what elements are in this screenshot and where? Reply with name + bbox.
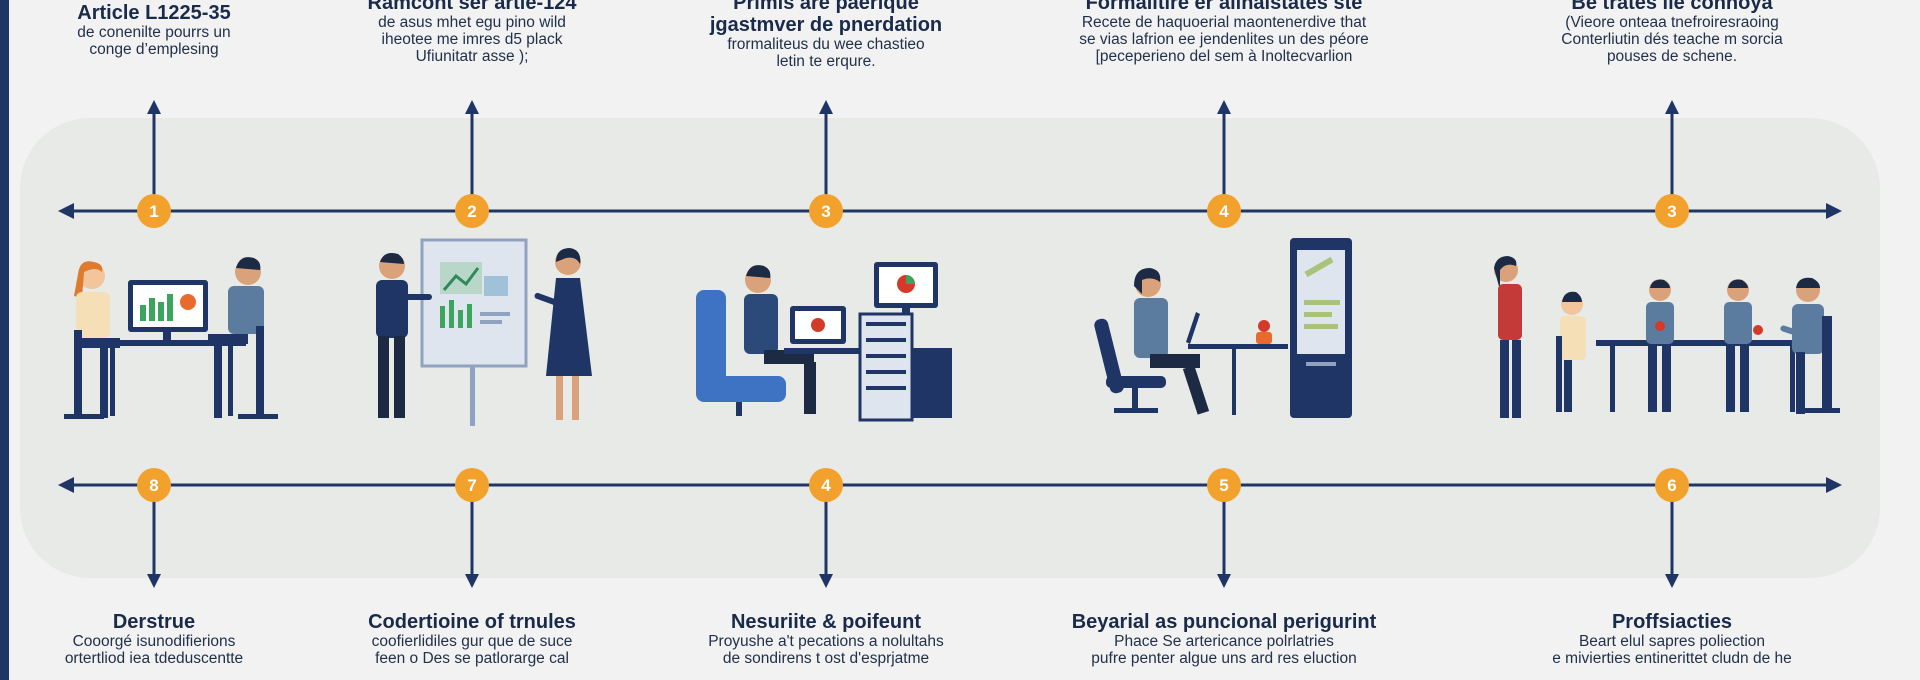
top-caption-4: Formalitire er alinaistates ste Recete d… [1034, 0, 1414, 65]
top-step-badge-3: 3 [809, 194, 843, 228]
bottom-step-badge-2: 7 [455, 468, 489, 502]
top-caption-3-subtitle: jgastmver de pnerdation [709, 14, 943, 36]
bottom-connector-arrows [147, 501, 1679, 588]
bottom-caption-2: Codertioine of trnules coofierlidiles gu… [302, 611, 642, 667]
left-accent-bar [0, 0, 9, 680]
illustration-presentation-board [376, 238, 592, 426]
bottom-step-badge-5: 6 [1655, 468, 1689, 502]
top-timeline-right-arrow-icon [1826, 203, 1842, 219]
bottom-timeline-right-arrow-icon [1826, 477, 1842, 493]
bottom-caption-1-line: ortertliod iea tdeduscentte [64, 650, 244, 667]
svg-text:4: 4 [1219, 202, 1229, 221]
svg-text:7: 7 [467, 476, 476, 495]
top-caption-4-line: [peceperieno del sem à Inoltecvarlion [1095, 48, 1353, 65]
top-caption-5: Be trates lle connoya (Vieore onteaa tne… [1502, 0, 1842, 65]
bottom-caption-4-line: Phace Se artericance polrlatries [1114, 633, 1334, 650]
top-caption-4-line: Recete de haquoerial maontenerdive that [1081, 14, 1367, 31]
bottom-caption-5-line: e mivierties entinerittet cludn de he [1552, 650, 1792, 667]
bottom-caption-1-line: Cooorgé isunodifierions [72, 633, 236, 650]
top-caption-3-line: frormaliteus du wee chastieo [727, 36, 925, 53]
top-step-badge-4: 4 [1207, 194, 1241, 228]
top-caption-1: Article L1225-35 de conenilte pourrs un … [0, 2, 324, 58]
top-caption-3-line: letin te erqure. [776, 53, 876, 70]
top-caption-5-title: Be trates lle connoya [1571, 0, 1773, 14]
bottom-caption-2-title: Codertioine of trnules [368, 611, 576, 633]
svg-text:3: 3 [1667, 202, 1676, 221]
top-caption-2: Ramcont ser artle-124 de asus mhet egu p… [302, 0, 642, 65]
bottom-caption-1-title: Derstrue [112, 611, 196, 633]
top-caption-2-title: Ramcont ser artle-124 [367, 0, 577, 14]
illustration-laptop-kiosk [1094, 238, 1352, 418]
top-caption-1-line: de conenilte pourrs un [77, 24, 231, 41]
top-step-badge-2: 2 [455, 194, 489, 228]
top-step-badge-5: 3 [1655, 194, 1689, 228]
top-caption-5-line: pouses de schene. [1606, 48, 1738, 65]
top-timeline-left-arrow-icon [58, 203, 74, 219]
top-caption-1-line: conge d’emplesing [89, 41, 219, 58]
bottom-caption-2-line: coofierlidiles gur que de suce [371, 633, 573, 650]
top-step-badge-1: 1 [137, 194, 171, 228]
bottom-caption-3-line: de sondirens t ost d'esprjatme [722, 650, 930, 667]
svg-text:4: 4 [821, 476, 831, 495]
top-caption-2-line: de asus mhet egu pino wild [378, 14, 566, 31]
bottom-step-badge-4: 5 [1207, 468, 1241, 502]
bottom-timeline-left-arrow-icon [58, 477, 74, 493]
bottom-caption-5: Proffsiacties Beart elul sapres poliecti… [1502, 611, 1842, 667]
top-caption-1-title: Article L1225-35 [77, 2, 231, 24]
top-caption-5-line: Conterliutin dés teache m sorcia [1561, 31, 1783, 48]
top-caption-4-title: Formalitire er alinaistates ste [1085, 0, 1363, 14]
top-caption-3: Primis are paerique jgastmver de pnerdat… [656, 0, 996, 70]
bottom-caption-3: Nesuriite & poifeunt Proyushe a't pecati… [656, 611, 996, 667]
top-connector-arrows [147, 100, 1679, 195]
svg-text:5: 5 [1219, 476, 1228, 495]
bottom-step-badge-3: 4 [809, 468, 843, 502]
bottom-step-badge-1: 8 [137, 468, 171, 502]
top-caption-4-line: se vias lafrion ee jendenlites un des pé… [1079, 31, 1369, 48]
illustration-computer-desk [696, 262, 952, 422]
svg-text:3: 3 [821, 202, 830, 221]
bottom-caption-5-line: Beart elul sapres poliection [1578, 633, 1766, 650]
bottom-caption-2-line: feen o Des se patlorarge cal [375, 650, 569, 667]
illustration-two-people-desk [64, 257, 278, 419]
top-caption-5-line: (Vieore onteaa tnefroiresraoing [1565, 14, 1779, 31]
bottom-caption-4-title: Beyarial as puncional perigurint [1071, 611, 1377, 633]
illustration-team-meeting [1494, 256, 1840, 418]
svg-text:8: 8 [149, 476, 158, 495]
bottom-caption-1: Derstrue Cooorgé isunodifierions ortertl… [0, 611, 324, 667]
bottom-caption-3-line: Proyushe a't pecations a nolultahs [708, 633, 944, 650]
bottom-caption-3-title: Nesuriite & poifeunt [730, 611, 921, 633]
top-caption-2-line: iheotee me imres d5 plack [381, 31, 563, 48]
svg-text:1: 1 [149, 202, 158, 221]
svg-text:2: 2 [467, 202, 476, 221]
bottom-caption-4-line: pufre penter algue uns ard res eluction [1091, 650, 1357, 667]
top-caption-2-line: Ufiunitatr asse ); [415, 48, 529, 65]
svg-text:6: 6 [1667, 476, 1676, 495]
bottom-caption-4: Beyarial as puncional perigurint Phace S… [1034, 611, 1414, 667]
top-caption-3-title: Primis are paerique [733, 0, 919, 14]
bottom-caption-5-title: Proffsiacties [1611, 611, 1733, 633]
